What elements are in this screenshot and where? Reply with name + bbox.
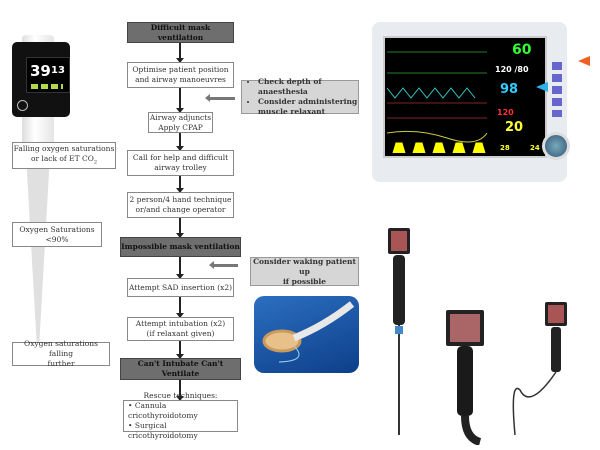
- hr-readout: 60: [512, 42, 532, 58]
- pulse-oximeter: 39 13: [12, 42, 70, 117]
- left-arrow-icon: [209, 261, 238, 269]
- videolaryngoscope-image: [380, 210, 595, 446]
- orange-arrow-icon: [578, 56, 590, 66]
- pulse-readout: 13: [51, 65, 65, 76]
- bp-readout: 120 /80: [495, 65, 529, 74]
- rescue-box: Rescue techniques: • Cannula cricothyroi…: [123, 391, 238, 440]
- monitor-knob: [542, 132, 570, 160]
- laryngeal-mask-airway-image: [254, 296, 359, 373]
- falling-saturation-box: Falling oxygen saturations or lack of ET…: [12, 142, 116, 169]
- patient-monitor-image: 60 120 /80 98 120 20 28 24: [372, 22, 570, 182]
- saturation-below-90-box: Oxygen Saturations<90%: [12, 222, 102, 247]
- cicv-box: Can't Intubate Can't Ventilate: [120, 358, 241, 380]
- extra-readout: 120: [497, 108, 514, 117]
- rr1-readout: 28: [500, 144, 510, 152]
- impossible-mask-ventilation: Impossible mask ventilation: [120, 237, 241, 257]
- depth-anaesthesia-box: Check depth of anaesthesiaConsider admin…: [241, 77, 359, 116]
- left-arrow-icon: [205, 94, 235, 102]
- difficult-mask-ventilation: Difficult mask ventilation: [127, 22, 234, 43]
- spo2-monitor-readout: 98: [500, 82, 519, 97]
- spo2-readout: 39: [30, 62, 51, 80]
- rr2-readout: 24: [530, 144, 540, 152]
- sad-insertion-box: Attempt SAD insertion (x2): [127, 278, 234, 297]
- intubation-box: Attempt intubation (x2)(if relaxant give…: [127, 317, 234, 341]
- power-icon: [17, 100, 28, 111]
- temp-readout: 20: [505, 120, 524, 135]
- saturation-wedge: [26, 155, 50, 345]
- blue-arrow-icon: [536, 82, 548, 92]
